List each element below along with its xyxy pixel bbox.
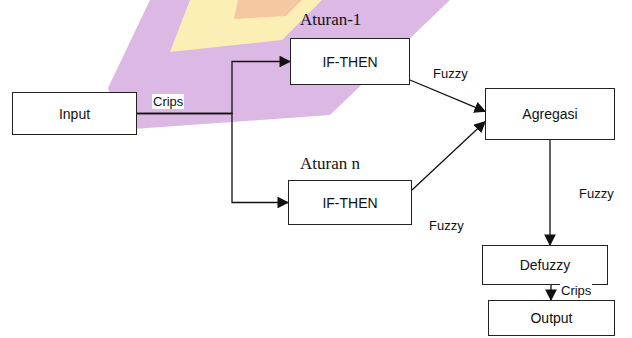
process-box: Agregasi xyxy=(485,88,615,140)
process-node: Defuzzy xyxy=(482,245,608,285)
rule-heading: Aturan-1 xyxy=(300,10,361,30)
edge-label: Fuzzy xyxy=(428,218,465,233)
box-text: Output xyxy=(530,310,572,326)
process-node: Aturan-1IF-THEN xyxy=(290,38,410,85)
process-node: Input xyxy=(12,92,137,135)
process-box: Defuzzy xyxy=(482,245,608,285)
process-box: IF-THEN xyxy=(290,38,410,85)
edge-label: Fuzzy xyxy=(578,186,615,201)
edge-label: Crips xyxy=(560,283,592,298)
box-text: IF-THEN xyxy=(322,54,377,70)
watermark-orange xyxy=(234,0,302,19)
flow-arrow xyxy=(549,140,550,245)
flow-arrow xyxy=(137,62,290,114)
edge-label: Fuzzy xyxy=(432,66,469,81)
box-text: Defuzzy xyxy=(520,257,571,273)
rule-heading: Aturan n xyxy=(300,154,360,174)
process-node: Output xyxy=(488,300,615,336)
flow-arrow xyxy=(412,122,485,190)
edge-label: Crips xyxy=(152,94,184,109)
process-box: IF-THEN xyxy=(288,180,412,225)
process-node: Agregasi xyxy=(485,88,615,140)
box-text: Input xyxy=(59,106,90,122)
process-box: Input xyxy=(12,92,137,135)
box-text: Agregasi xyxy=(522,106,577,122)
process-box: Output xyxy=(488,300,615,336)
flow-arrow xyxy=(137,114,288,203)
watermark-purple xyxy=(108,0,450,130)
flow-arrow xyxy=(550,285,551,300)
flow-arrow xyxy=(410,80,485,111)
box-text: IF-THEN xyxy=(322,195,377,211)
process-node: Aturan nIF-THEN xyxy=(288,180,412,225)
